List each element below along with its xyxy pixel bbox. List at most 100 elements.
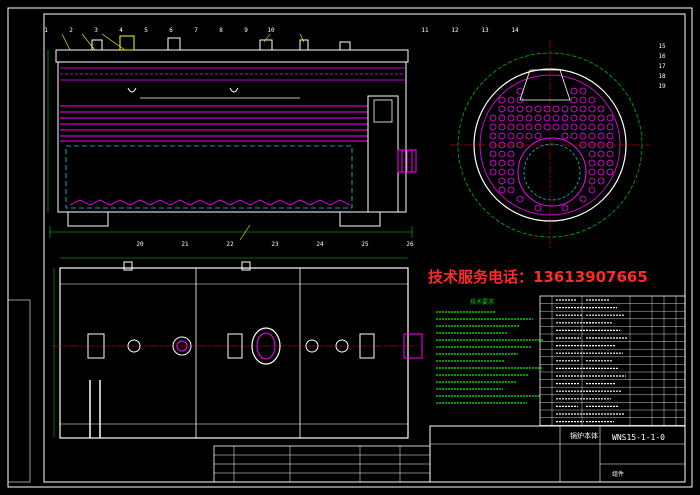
tube-hole [570,105,578,113]
tube-hole [507,96,515,104]
balloon-number: 16 [658,53,666,60]
tube-hole [588,177,596,185]
revision-table [213,445,431,483]
balloon-number: 10 [267,27,275,34]
tube-hole [588,105,596,113]
tube-hole [516,114,524,122]
material-label: 组件 [612,470,624,478]
tube-hole [507,123,515,131]
tube-hole [534,105,542,113]
tube-hole [570,132,578,140]
tube-hole [489,159,497,167]
balloon-number: 12 [451,27,459,34]
tube-hole [597,132,605,140]
shell-body [57,61,407,213]
tube-hole [606,159,614,167]
tube-hole [570,87,578,95]
tube-hole [507,159,515,167]
tube-hole [570,114,578,122]
balloon-number: 22 [226,241,234,248]
tube-hole [597,105,605,113]
tube-hole [579,87,587,95]
balloon-number: 20 [136,241,144,248]
tube-hole [498,123,506,131]
tube-holes [489,87,614,212]
fire-tube-bundle [60,105,368,142]
tube-hole [561,105,569,113]
tube-hole [561,114,569,122]
shell-top-band [55,49,409,63]
balloon-number: 13 [481,27,489,34]
balloon-number: 19 [658,83,666,90]
tube-hole [498,186,506,194]
tube-hole [507,132,515,140]
tube-hole [570,123,578,131]
corrugated-furnace [69,199,351,206]
tube-hole [561,132,569,140]
tube-hole [579,114,587,122]
tube-hole [498,105,506,113]
tube-hole [498,150,506,158]
tube-hole [498,159,506,167]
balloon-number: 4 [119,27,123,34]
tube-hole [543,105,551,113]
balloon-number: 2 [69,27,73,34]
end-view-tube-sheet [450,40,650,250]
balloon-number: 15 [658,43,666,50]
tube-hole [552,114,560,122]
balloon-number: 21 [181,241,189,248]
tube-hole [516,195,524,203]
tube-hole [588,150,596,158]
balloon-number: 8 [219,27,223,34]
tube-hole [507,150,515,158]
tube-hole [561,204,569,212]
technical-requirements-block: 技术要求 [436,298,544,404]
tube-hole [498,96,506,104]
tube-hole [606,150,614,158]
tube-hole [579,132,587,140]
tube-hole [597,150,605,158]
tube-hole [498,132,506,140]
tube-hole [507,114,515,122]
balloon-number: 1 [44,27,48,34]
balloon-number: 14 [511,27,519,34]
balloon-number: 18 [658,73,666,80]
tube-hole [597,168,605,176]
tube-hole [579,123,587,131]
tube-hole [516,105,524,113]
tube-hole [552,123,560,131]
tube-hole [588,123,596,131]
tube-hole [579,195,587,203]
balloon-number: 17 [658,63,666,70]
balloon-number: 5 [144,27,148,34]
tube-hole [525,132,533,140]
tube-hole [588,132,596,140]
title-name: 锅炉本体 [570,431,598,440]
sheet-border [7,7,693,488]
tube-hole [579,105,587,113]
tube-hole [606,123,614,131]
tube-hole [507,177,515,185]
tube-hole [597,123,605,131]
tube-hole [489,123,497,131]
title-block: 锅炉本体 WNS15-1-1-0 组件 [429,425,686,483]
tube-hole [606,168,614,176]
tube-hole [525,123,533,131]
balloon-number: 6 [169,27,173,34]
tube-hole [525,105,533,113]
tube-hole [498,177,506,185]
tube-hole [498,114,506,122]
balloon-number: 23 [271,241,279,248]
balloon-number: 9 [244,27,248,34]
tube-hole [516,123,524,131]
plan-view [52,257,423,439]
balloon-number: 11 [421,27,429,34]
tube-hole [543,123,551,131]
balloon-number: 3 [94,27,98,34]
balloon-number: 25 [361,241,369,248]
balloon-number: 26 [406,241,414,248]
tube-hole [543,114,551,122]
tube-hole [588,114,596,122]
tube-hole [489,150,497,158]
